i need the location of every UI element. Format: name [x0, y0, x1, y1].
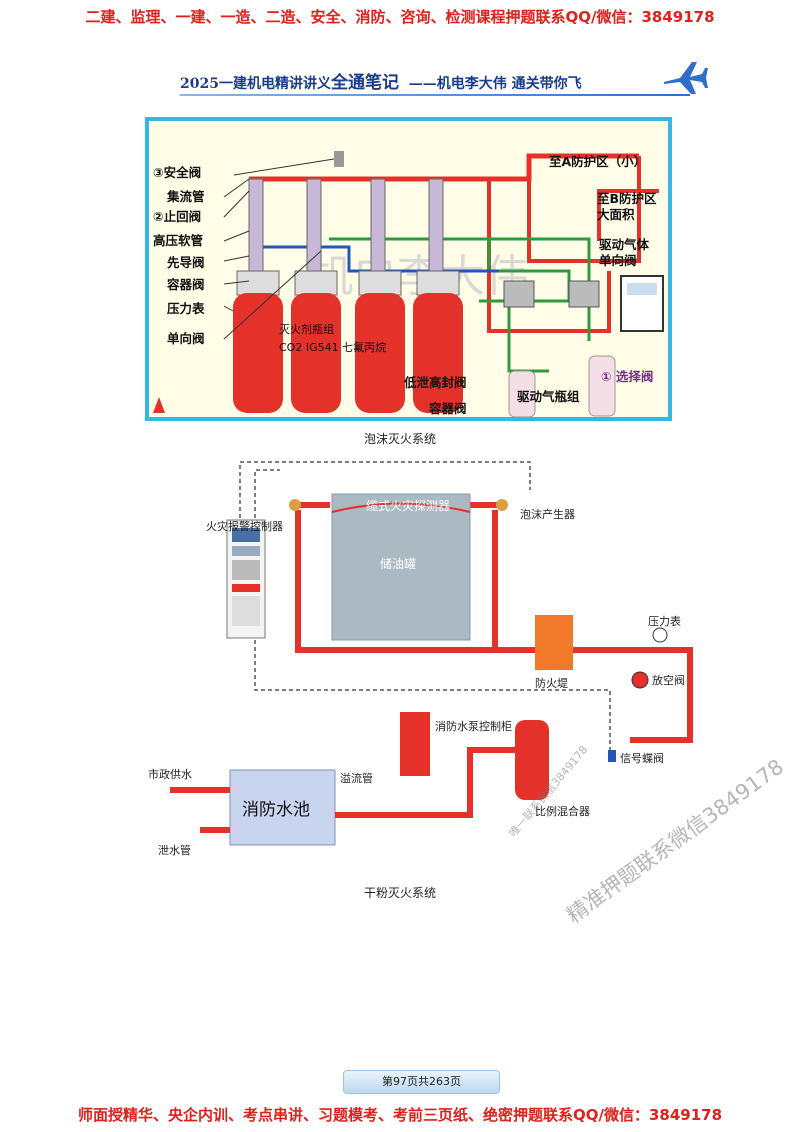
selector-valve-b [568, 280, 600, 308]
safety-valve [334, 151, 344, 167]
label-one-way-valve: 单向阀 [167, 331, 205, 346]
header-title-main: 全通笔记 [330, 73, 399, 93]
label-bottle-group: 灭火剂瓶组 [279, 322, 334, 336]
cylinder-3 [355, 178, 405, 413]
gas-system-svg: 机电李大伟 [153, 151, 664, 418]
oil-tank [331, 493, 471, 641]
cylinder-4 [413, 178, 463, 413]
cable-detector [331, 502, 471, 513]
label-gauge: 压力表 [648, 614, 681, 628]
label-pool: 消防水池 [242, 800, 310, 820]
zone-a-pipe [527, 156, 641, 263]
label-vent-valve: 放空阀 [652, 673, 685, 687]
alarm-panel [226, 519, 266, 639]
proportioner [515, 720, 549, 800]
fire-dike [535, 615, 573, 670]
label-container-valve-2: 容器阀 [428, 401, 467, 416]
foam-generator-left [289, 499, 301, 511]
pump-signal-line [254, 640, 611, 750]
main-foam-pipe [298, 647, 693, 743]
drive-line-3 [507, 301, 549, 373]
label-pressure-gauge: 压力表 [167, 301, 205, 316]
panel-signal-line [254, 469, 280, 525]
foam-system-svg: 火灾报警控制器 缆式火灾探测器 储油罐 泡沫产生器 防火堤 压力表 放空阀 信号… [148, 461, 693, 857]
label-detector: 缆式火灾探测器 [366, 498, 450, 513]
gas-system-diagram: 机电李大伟 [145, 117, 672, 421]
detector-signal-line [239, 461, 531, 525]
foam-system-diagram: 火灾报警控制器 缆式火灾探测器 储油罐 泡沫产生器 防火堤 压力表 放空阀 信号… [130, 450, 730, 870]
label-pump-panel: 消防水泵控制柜 [435, 719, 512, 733]
header-underline [180, 94, 690, 96]
header-title-prefix: 2025一建机电精讲讲义 [180, 76, 331, 92]
label-check-valve: ②止回阀 [153, 209, 201, 224]
label-drive-check-2: 单向阀 [599, 253, 637, 268]
label-safety-valve: ③安全阀 [153, 165, 201, 180]
caption-dry-powder: 干粉灭火系统 [363, 886, 436, 900]
label-zone-a: 至A防护区（小） [549, 154, 646, 169]
label-proportioner: 比例混合器 [535, 804, 590, 818]
top-ad-banner: 二建、监理、一建、一造、二造、安全、消防、咨询、检测课程押题联系QQ/微信：38… [85, 8, 715, 26]
label-tank: 储油罐 [380, 556, 416, 571]
label-overflow: 溢流管 [340, 771, 373, 785]
page-number-footer: 第97页共263页 [343, 1070, 500, 1094]
fire-icon [153, 397, 165, 413]
label-city-water: 市政供水 [148, 767, 192, 781]
label-generator: 泡沫产生器 [520, 507, 575, 521]
caption-foam: 泡沫灭火系统 [363, 432, 436, 446]
label-drain: 泄水管 [158, 843, 191, 857]
label-agents: CO2 IG541 七氟丙烷 [279, 340, 386, 354]
cylinder-1 [233, 178, 283, 413]
fire-pool [229, 769, 336, 846]
pump-control-cabinet [400, 712, 430, 776]
vent-valve [631, 671, 649, 689]
label-manifold: 集流管 [166, 189, 205, 204]
label-pilot-valve: 先导阀 [167, 255, 205, 270]
label-zone-b-1: 至B防护区 [597, 191, 657, 206]
label-dike: 防火堤 [535, 676, 568, 690]
control-panel-screen [627, 283, 657, 295]
signal-valve [608, 750, 616, 762]
page-header: 2025一建机电精讲讲义全通笔记 ——机电李大伟 通关带你飞 [150, 62, 710, 104]
bottom-ad-banner: 师面授精华、央企内训、考点串讲、习题模考、考前三页纸、绝密押题联系QQ/微信：3… [77, 1106, 723, 1124]
zone-b-pipe [597, 189, 659, 241]
label-zone-b-2: 大面积 [597, 207, 635, 222]
label-signal-valve: 信号蝶阀 [620, 751, 664, 765]
pressure-gauge [652, 627, 668, 643]
drive-line-1 [329, 237, 571, 303]
label-drive-check-1: 驱动气体 [599, 237, 650, 252]
label-container-valve: 容器阀 [166, 277, 205, 292]
drive-bottle-2 [588, 355, 616, 417]
foam-generator-right [496, 499, 508, 511]
label-hose: 高压软管 [153, 233, 203, 248]
label-low-vent: 低泄高封阀 [403, 375, 467, 390]
suction-pipe [335, 747, 515, 818]
header-title: 2025一建机电精讲讲义全通笔记 ——机电李大伟 通关带你飞 [180, 68, 582, 93]
selector-valve-a [503, 280, 535, 308]
label-alarm-panel: 火灾报警控制器 [206, 519, 283, 533]
label-drive-bottles: 驱动气瓶组 [517, 389, 580, 404]
header-title-suffix: ——机电李大伟 通关带你飞 [408, 76, 582, 92]
cylinder-2 [291, 178, 341, 413]
airplane-icon [664, 62, 708, 94]
label-select-valve: ① 选择阀 [601, 369, 653, 384]
manifold-pipe [249, 153, 639, 182]
